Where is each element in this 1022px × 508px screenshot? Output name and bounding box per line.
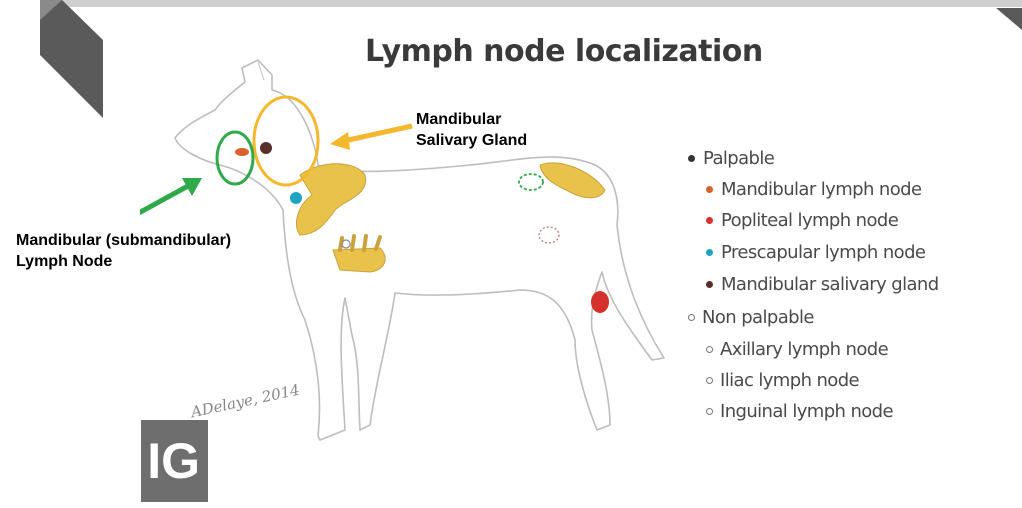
mandibular-node-highlight-circle xyxy=(215,130,255,186)
legend-item-label: Inguinal lymph node xyxy=(720,401,894,422)
iliac-lymph-node-dotted xyxy=(518,173,544,191)
legend-palpable-label: Palpable xyxy=(703,148,775,169)
popliteal-lymph-node-bullet-icon xyxy=(706,217,713,224)
dog-illustration xyxy=(140,59,665,441)
mandibular-lymph-node-bullet-icon xyxy=(706,186,713,193)
page-curl-top-left xyxy=(40,0,103,118)
mandibular-lymph-node-dot xyxy=(235,148,249,156)
inguinal-lymph-node-dotted xyxy=(538,226,560,244)
slide-top-bar xyxy=(62,0,1022,7)
rib-muscle xyxy=(332,247,386,273)
legend-item-label: Prescapular lymph node xyxy=(721,242,926,263)
salivary-gland-bullet-icon xyxy=(706,281,713,288)
legend-item: Iliac lymph node xyxy=(706,370,860,391)
legend-item: Mandibular salivary gland xyxy=(706,274,939,295)
legend-item-label: Mandibular salivary gland xyxy=(721,274,939,295)
legend-non-palpable-header: Non palpable xyxy=(688,307,814,328)
salivary-gland-dot xyxy=(260,142,272,154)
legend-item-label: Popliteal lymph node xyxy=(721,210,899,231)
mandibular-arrow-head xyxy=(182,178,202,196)
legend-item: Axillary lymph node xyxy=(706,339,889,360)
salivary-gland-highlight-circle xyxy=(252,95,320,187)
legend-item-label: Iliac lymph node xyxy=(720,370,860,391)
shoulder-muscle xyxy=(296,163,367,236)
prescapular-lymph-node-dot xyxy=(290,192,302,204)
inguinal-bullet-icon xyxy=(706,408,713,415)
hip-muscle xyxy=(539,162,606,199)
legend-item: Mandibular lymph node xyxy=(706,179,922,200)
mandibular-callout-line1: Mandibular (submandibular) xyxy=(16,232,232,249)
salivary-callout-line1: Mandibular xyxy=(416,111,502,128)
page-curl-top-right xyxy=(996,8,1022,30)
palpable-bullet-icon xyxy=(688,155,695,162)
ig-logo-text: IG xyxy=(147,433,200,489)
non-palpable-bullet-icon xyxy=(688,314,695,321)
mandibular-node-callout: Mandibular (submandibular) Lymph Node xyxy=(16,230,231,272)
dog-outline xyxy=(174,59,665,441)
legend-item-label: Axillary lymph node xyxy=(720,339,889,360)
salivary-callout-line2: Salivary Gland xyxy=(416,132,528,149)
salivary-gland-callout: Mandibular Salivary Gland xyxy=(416,109,527,151)
legend-item-label: Mandibular lymph node xyxy=(721,179,922,200)
salivary-arrow-head xyxy=(330,132,350,150)
iliac-bullet-icon xyxy=(706,377,713,384)
legend-item: Inguinal lymph node xyxy=(706,401,894,422)
legend-palpable-header: Palpable xyxy=(688,148,775,169)
legend-non-palpable-label: Non palpable xyxy=(702,307,814,328)
legend-item: Popliteal lymph node xyxy=(706,210,899,231)
ig-logo: IG xyxy=(141,420,208,502)
slide-title: Lymph node localization xyxy=(365,34,763,69)
mandibular-callout-line2: Lymph Node xyxy=(16,253,113,270)
prescapular-lymph-node-bullet-icon xyxy=(706,249,713,256)
axillary-bullet-icon xyxy=(706,346,713,353)
legend-item: Prescapular lymph node xyxy=(706,242,926,263)
popliteal-lymph-node-dot xyxy=(591,291,609,313)
